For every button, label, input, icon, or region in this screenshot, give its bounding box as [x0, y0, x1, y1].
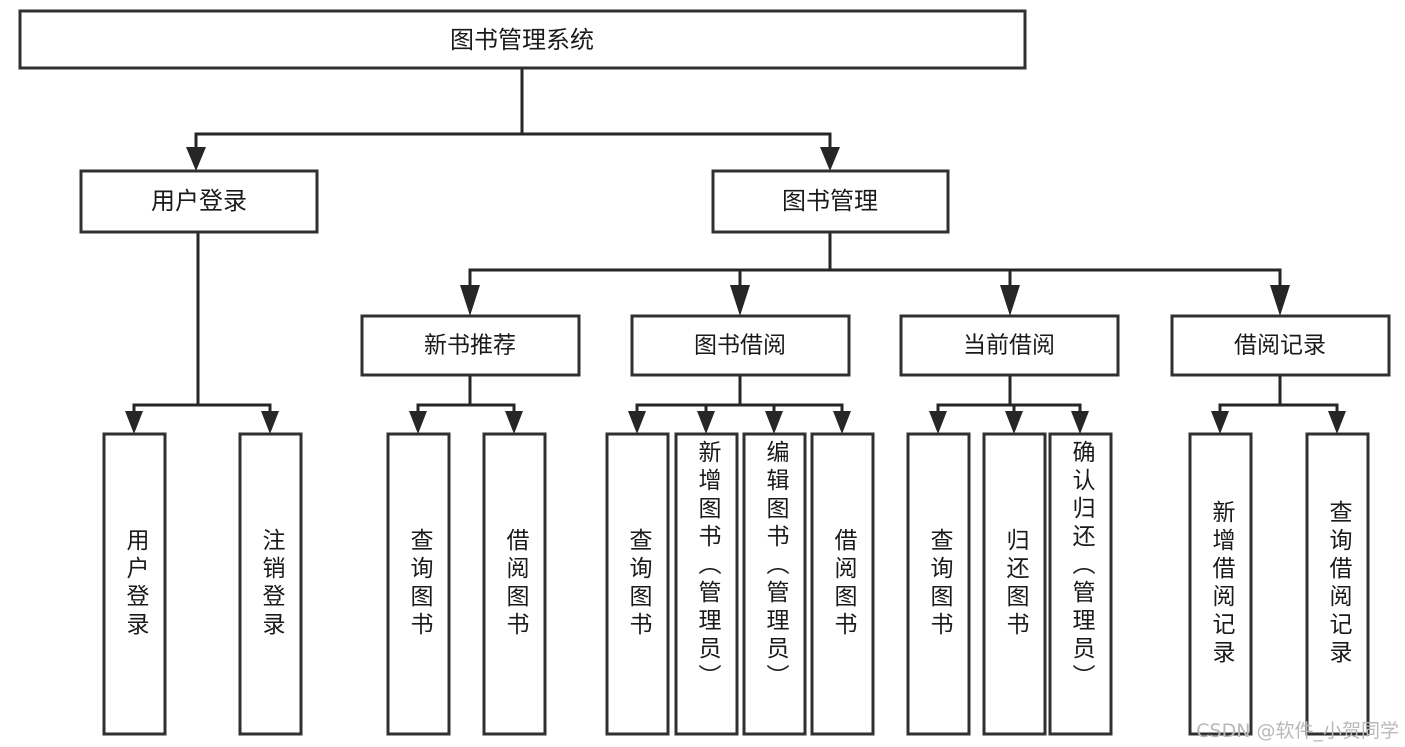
arrowhead-newbook-query	[409, 411, 427, 434]
node-box-user-login[interactable]	[79, 169, 319, 234]
arrowhead-record-add	[1211, 411, 1229, 434]
node-box-leaf-add-borrow-record[interactable]	[1188, 432, 1253, 736]
arrowhead-user-login	[186, 147, 206, 171]
node-box-leaf-user-login[interactable]	[102, 432, 167, 736]
node-box-leaf-query-book-rec[interactable]	[386, 432, 451, 736]
node-box-borrow-records[interactable]	[1170, 314, 1391, 377]
arrowhead-current-confirm	[1071, 411, 1089, 434]
arrowhead-borrow-query	[628, 411, 646, 434]
node-box-book-borrowing[interactable]	[630, 314, 851, 377]
arrowhead-leaf-logout	[261, 411, 279, 434]
node-box-leaf-query-borrow-record[interactable]	[1305, 432, 1370, 736]
arrowhead-borrow-lend	[833, 411, 851, 434]
node-label-book-borrowing: 图书借阅	[694, 333, 786, 359]
arrowhead-book-borrow	[730, 285, 750, 316]
node-box-leaf-add-book-admin[interactable]	[674, 432, 739, 736]
arrowhead-newbook-borrow	[505, 411, 523, 434]
arrowhead-borrow-record	[1270, 285, 1290, 316]
node-label-root: 图书管理系统	[450, 26, 594, 54]
node-box-leaf-query-book-current[interactable]	[906, 432, 971, 736]
node-box-leaf-query-book-borrow[interactable]	[605, 432, 670, 736]
arrowhead-borrow-edit	[765, 411, 783, 434]
arrowhead-current-return	[1005, 411, 1023, 434]
node-box-leaf-confirm-return-admin[interactable]	[1048, 432, 1113, 736]
edges-layer	[125, 66, 1346, 434]
node-box-leaf-borrow-book-rec[interactable]	[482, 432, 547, 736]
node-box-book-management[interactable]	[711, 169, 950, 234]
node-label-user-login: 用户登录	[151, 187, 247, 215]
node-label-borrow-records: 借阅记录	[1234, 333, 1326, 359]
node-box-leaf-return-book[interactable]	[982, 432, 1047, 736]
node-box-current-borrowing[interactable]	[899, 314, 1120, 377]
arrowhead-new-book-rec	[460, 285, 480, 316]
arrowhead-leaf-user-login	[125, 411, 143, 434]
arrowhead-book-mgmt	[820, 147, 840, 171]
node-box-root[interactable]	[18, 9, 1027, 70]
arrowhead-borrow-add	[697, 411, 715, 434]
arrowhead-record-query	[1328, 411, 1346, 434]
node-box-leaf-lend-book[interactable]	[810, 432, 875, 736]
node-box-new-book-recommend[interactable]	[360, 314, 581, 377]
arrowhead-current-query	[929, 411, 947, 434]
node-label-new-book-recommend: 新书推荐	[424, 333, 516, 359]
nodes-layer: 图书管理系统 用户登录 图书管理 新书推荐 图书借阅 当前借阅 借阅记录	[18, 9, 1391, 736]
node-box-leaf-edit-book-admin[interactable]	[742, 432, 807, 736]
node-box-leaf-logout[interactable]	[238, 432, 303, 736]
node-label-current-borrowing: 当前借阅	[963, 333, 1055, 359]
arrowhead-current-borrow	[1000, 285, 1020, 316]
node-label-book-management: 图书管理	[782, 187, 878, 215]
